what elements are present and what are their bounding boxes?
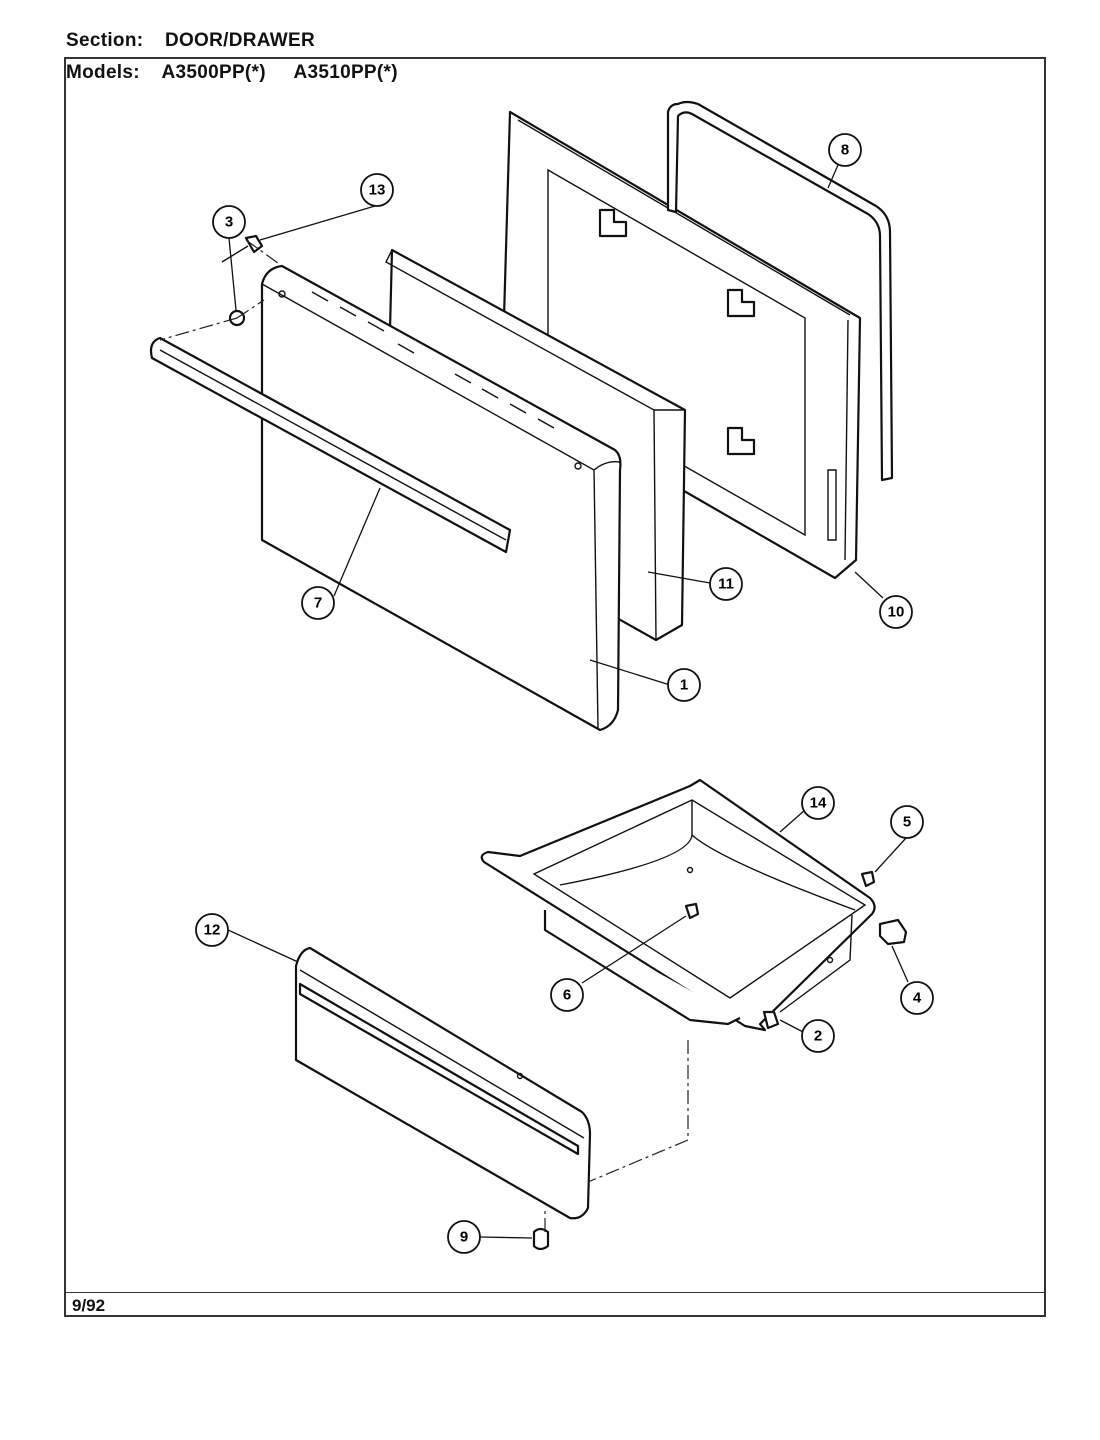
model-a3510pp: A3510PP(*)	[293, 62, 398, 83]
section-label: Section:	[66, 30, 144, 51]
door-handle-part-7	[149, 336, 512, 554]
svg-text:4: 4	[913, 990, 922, 1007]
leader-lines	[227, 164, 909, 1239]
svg-text:13: 13	[369, 182, 386, 199]
svg-text:12: 12	[204, 922, 221, 939]
date-code: 9/92	[72, 1296, 106, 1315]
callout-9: 9	[447, 1220, 481, 1254]
callout-2: 2	[801, 1019, 835, 1053]
drawer-body-part-14	[480, 778, 876, 1032]
svg-text:9: 9	[460, 1229, 468, 1246]
diagram-frame	[64, 57, 1046, 1317]
svg-text:6: 6	[563, 987, 571, 1004]
callout-3: 3	[212, 205, 246, 239]
callout-8: 8	[828, 133, 862, 167]
callout-4: 4	[900, 981, 934, 1015]
door-gasket-part-8	[666, 100, 894, 482]
screw-part-6	[684, 902, 700, 920]
section-value: DOOR/DRAWER	[164, 30, 315, 51]
callout-6: 6	[550, 978, 584, 1012]
section-header: Section: DOOR/DRAWER	[66, 30, 315, 52]
svg-text:1: 1	[680, 677, 688, 694]
callout-10: 10	[879, 595, 913, 629]
screw-part-13	[221, 234, 264, 263]
svg-text:5: 5	[903, 814, 911, 831]
clip-part-2	[762, 1010, 780, 1030]
models-header: Models: A3500PP(*) A3510PP(*)	[66, 62, 398, 84]
door-frame-part-10	[500, 110, 862, 580]
footer-divider	[64, 1292, 1046, 1293]
svg-text:10: 10	[888, 604, 905, 621]
model-a3500pp: A3500PP(*)	[161, 62, 266, 83]
screw-part-5	[860, 870, 876, 888]
callout-12: 12	[195, 913, 229, 947]
drawer-knob-part-9	[532, 1227, 550, 1251]
svg-text:3: 3	[225, 214, 233, 231]
svg-text:11: 11	[718, 576, 734, 593]
callout-5: 5	[890, 805, 924, 839]
callout-1: 1	[667, 668, 701, 702]
assembly-lines	[159, 239, 689, 1232]
svg-text:14: 14	[810, 795, 827, 812]
svg-text:2: 2	[814, 1028, 822, 1045]
callout-14: 14	[801, 786, 835, 820]
svg-text:8: 8	[841, 142, 849, 159]
callout-11: 11	[709, 567, 743, 601]
callout-7: 7	[301, 586, 335, 620]
callout-13: 13	[360, 173, 394, 207]
drawer-front-part-12	[294, 946, 592, 1220]
models-label: Models:	[66, 62, 140, 83]
stop-part-4	[878, 918, 908, 946]
svg-text:7: 7	[314, 595, 322, 612]
